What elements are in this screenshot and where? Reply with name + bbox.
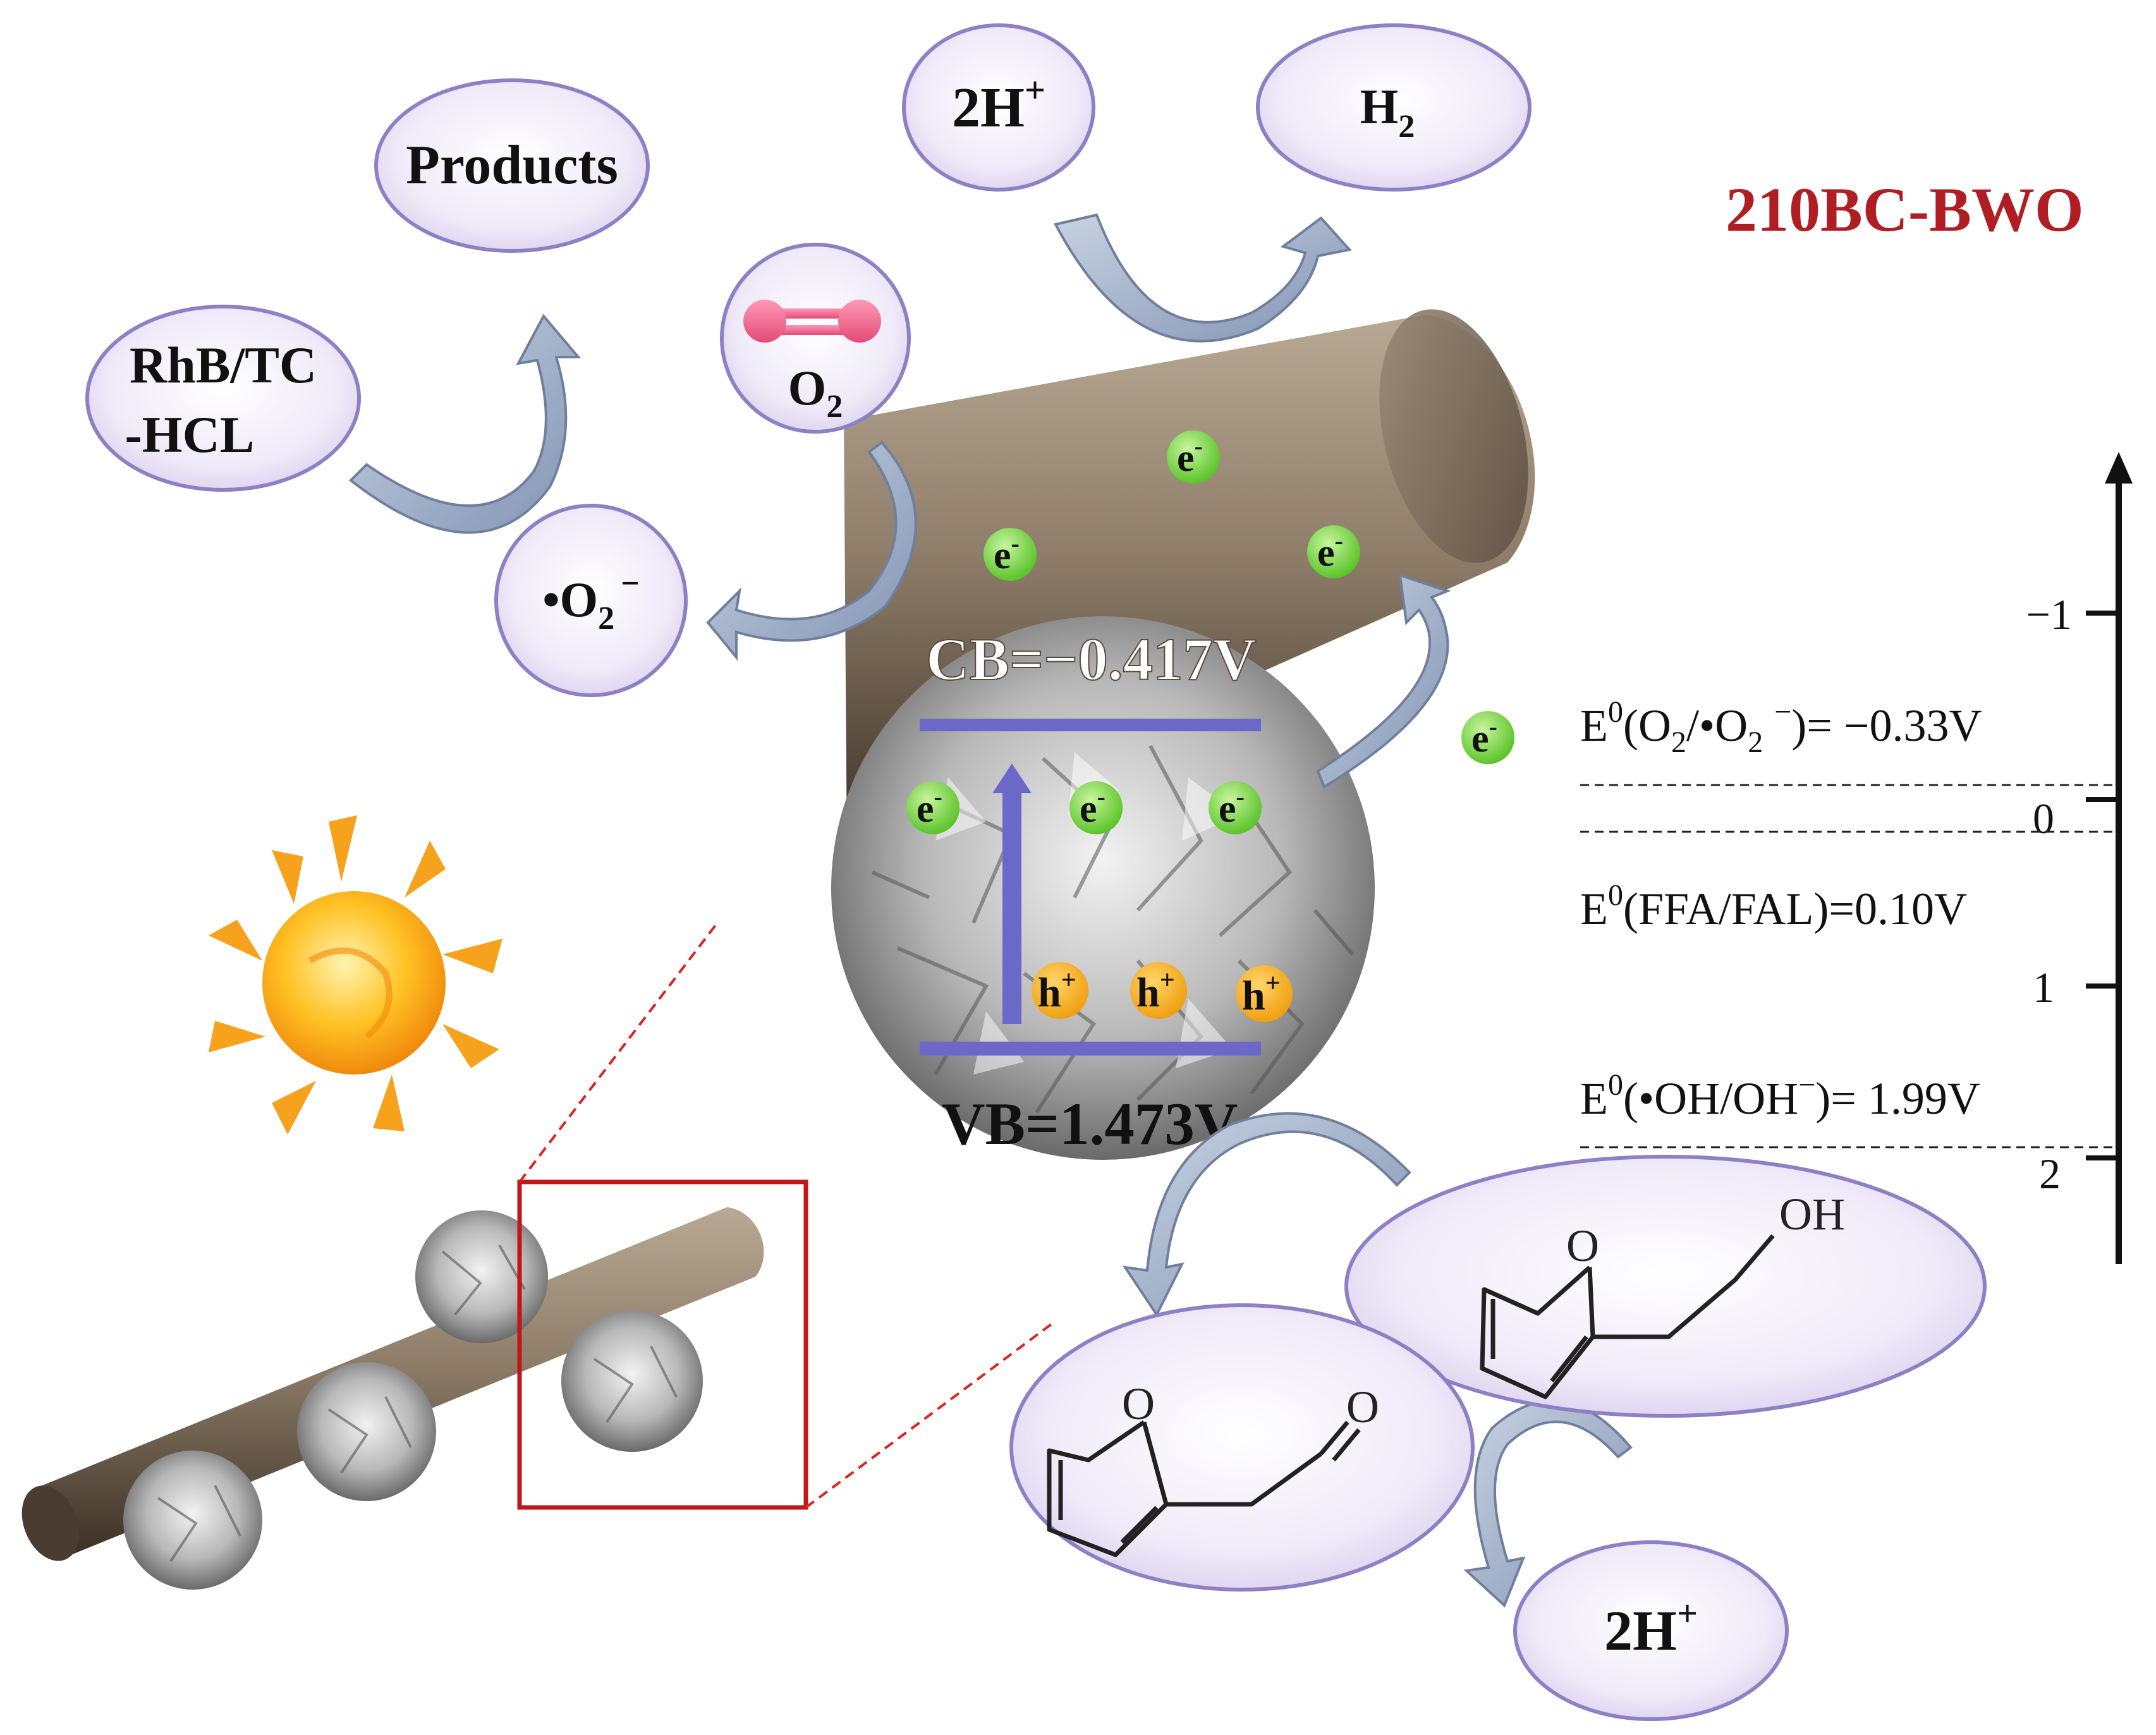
zoom-leader-top bbox=[518, 922, 719, 1183]
electron-3: e- bbox=[1307, 525, 1360, 578]
proton-bubble-bottom: 2H+ bbox=[1513, 1540, 1789, 1721]
electron-1: e- bbox=[1167, 430, 1220, 484]
proton-bubble-top: 2H+ bbox=[902, 23, 1095, 192]
band-diagram bbox=[920, 719, 1261, 1056]
fal-carbonyl-oxygen: O bbox=[1346, 1382, 1379, 1432]
products-label: Products bbox=[406, 135, 618, 196]
zoom-leader-bottom bbox=[805, 1320, 1057, 1509]
products-bubble: Products bbox=[374, 78, 650, 253]
fiber-composite-overview bbox=[21, 1207, 764, 1590]
potential-axis: −1 0 1 2 bbox=[1580, 452, 2133, 1264]
rhb-label: RhB/TC bbox=[130, 336, 317, 394]
svg-text:e-: e- bbox=[1177, 432, 1203, 480]
h2-label: H2 bbox=[1360, 79, 1415, 145]
furfuryl-alcohol-molecule: O OH bbox=[1344, 1155, 1987, 1418]
arrow-degradation bbox=[348, 314, 582, 534]
svg-text:h+: h+ bbox=[1242, 969, 1281, 1019]
ffa-ring-oxygen: O bbox=[1566, 1221, 1599, 1271]
svg-text:e-: e- bbox=[1471, 712, 1497, 760]
axis-tick-0: 0 bbox=[2033, 794, 2054, 843]
axis-tick-1: 1 bbox=[2033, 963, 2054, 1011]
svg-text:e-: e- bbox=[1219, 782, 1245, 831]
electron-4: e- bbox=[906, 781, 959, 834]
arrow-hole-oxidation bbox=[1122, 1112, 1411, 1317]
electron-2: e- bbox=[984, 528, 1037, 581]
excitation-arrow-shaft bbox=[1002, 790, 1021, 1024]
holes: h+ h+ h+ bbox=[1032, 962, 1293, 1022]
superoxide-bubble: •O2− bbox=[494, 504, 688, 697]
diagram-title: 210BC-BWO bbox=[1726, 174, 2084, 245]
furfural-molecule: O O bbox=[1009, 1303, 1475, 1592]
arrow-o2-reduction bbox=[706, 441, 917, 661]
fal-ring-oxygen: O bbox=[1122, 1379, 1155, 1429]
proton-bottom-label: 2H+ bbox=[1604, 1593, 1698, 1662]
svg-text:h+: h+ bbox=[1136, 966, 1175, 1016]
oxygen-molecule-icon bbox=[743, 300, 881, 343]
bi2wo6-microsphere-large bbox=[831, 616, 1375, 1160]
electron-5: e- bbox=[1069, 781, 1123, 834]
valence-band-label: VB=1.473V bbox=[942, 1090, 1238, 1157]
hole-3: h+ bbox=[1236, 965, 1293, 1022]
h2-bubble: H2 bbox=[1256, 23, 1532, 192]
svg-text:e-: e- bbox=[1080, 782, 1105, 831]
species-ellipses: Products RhB/TC -HCL O2 •O2− 2H+ bbox=[85, 23, 1789, 1721]
electron-6: e- bbox=[1209, 781, 1262, 834]
ffa-hydroxyl: OH bbox=[1779, 1189, 1845, 1239]
o2-bubble: O2 bbox=[720, 243, 911, 434]
potential-o2-superoxide: E0(O2/•O2 −)= −0.33V bbox=[1580, 695, 1982, 759]
arrow-h-reduction bbox=[1054, 213, 1352, 343]
excitation-arrow-head bbox=[992, 764, 1032, 793]
zoom-frame bbox=[517, 1179, 808, 1510]
sun-icon bbox=[209, 815, 502, 1135]
arrow-electron-transfer bbox=[1316, 573, 1451, 789]
rhb-bubble: RhB/TC -HCL bbox=[85, 305, 361, 492]
axis-arrow-icon bbox=[2105, 452, 2133, 484]
axis-tick-neg1: −1 bbox=[2026, 590, 2072, 638]
valence-band-line bbox=[920, 1042, 1261, 1056]
potential-oh-radical: E0(•OH/OH−)= 1.99V bbox=[1580, 1068, 1980, 1124]
svg-text:e-: e- bbox=[994, 529, 1020, 577]
electron-7: e- bbox=[1461, 711, 1514, 764]
hcl-label: -HCL bbox=[125, 406, 255, 463]
hole-1: h+ bbox=[1032, 962, 1088, 1019]
hole-2: h+ bbox=[1130, 962, 1187, 1019]
superoxide-label: •O2− bbox=[542, 566, 640, 636]
electrons: e- e- e- e- e- e- e- bbox=[906, 430, 1514, 834]
svg-text:h+: h+ bbox=[1038, 966, 1076, 1016]
svg-text:e-: e- bbox=[1317, 527, 1343, 575]
reaction-arrows bbox=[348, 213, 1633, 1608]
potential-ffa-fal: E0(FFA/FAL)=0.10V bbox=[1580, 879, 1967, 934]
axis-tick-2: 2 bbox=[2039, 1150, 2061, 1198]
proton-top-label: 2H+ bbox=[952, 70, 1045, 139]
conduction-band-line bbox=[920, 719, 1261, 731]
svg-text:e-: e- bbox=[917, 782, 942, 831]
conduction-band-label: CB=−0.417V bbox=[926, 626, 1257, 693]
o2-label: O2 bbox=[788, 360, 843, 425]
